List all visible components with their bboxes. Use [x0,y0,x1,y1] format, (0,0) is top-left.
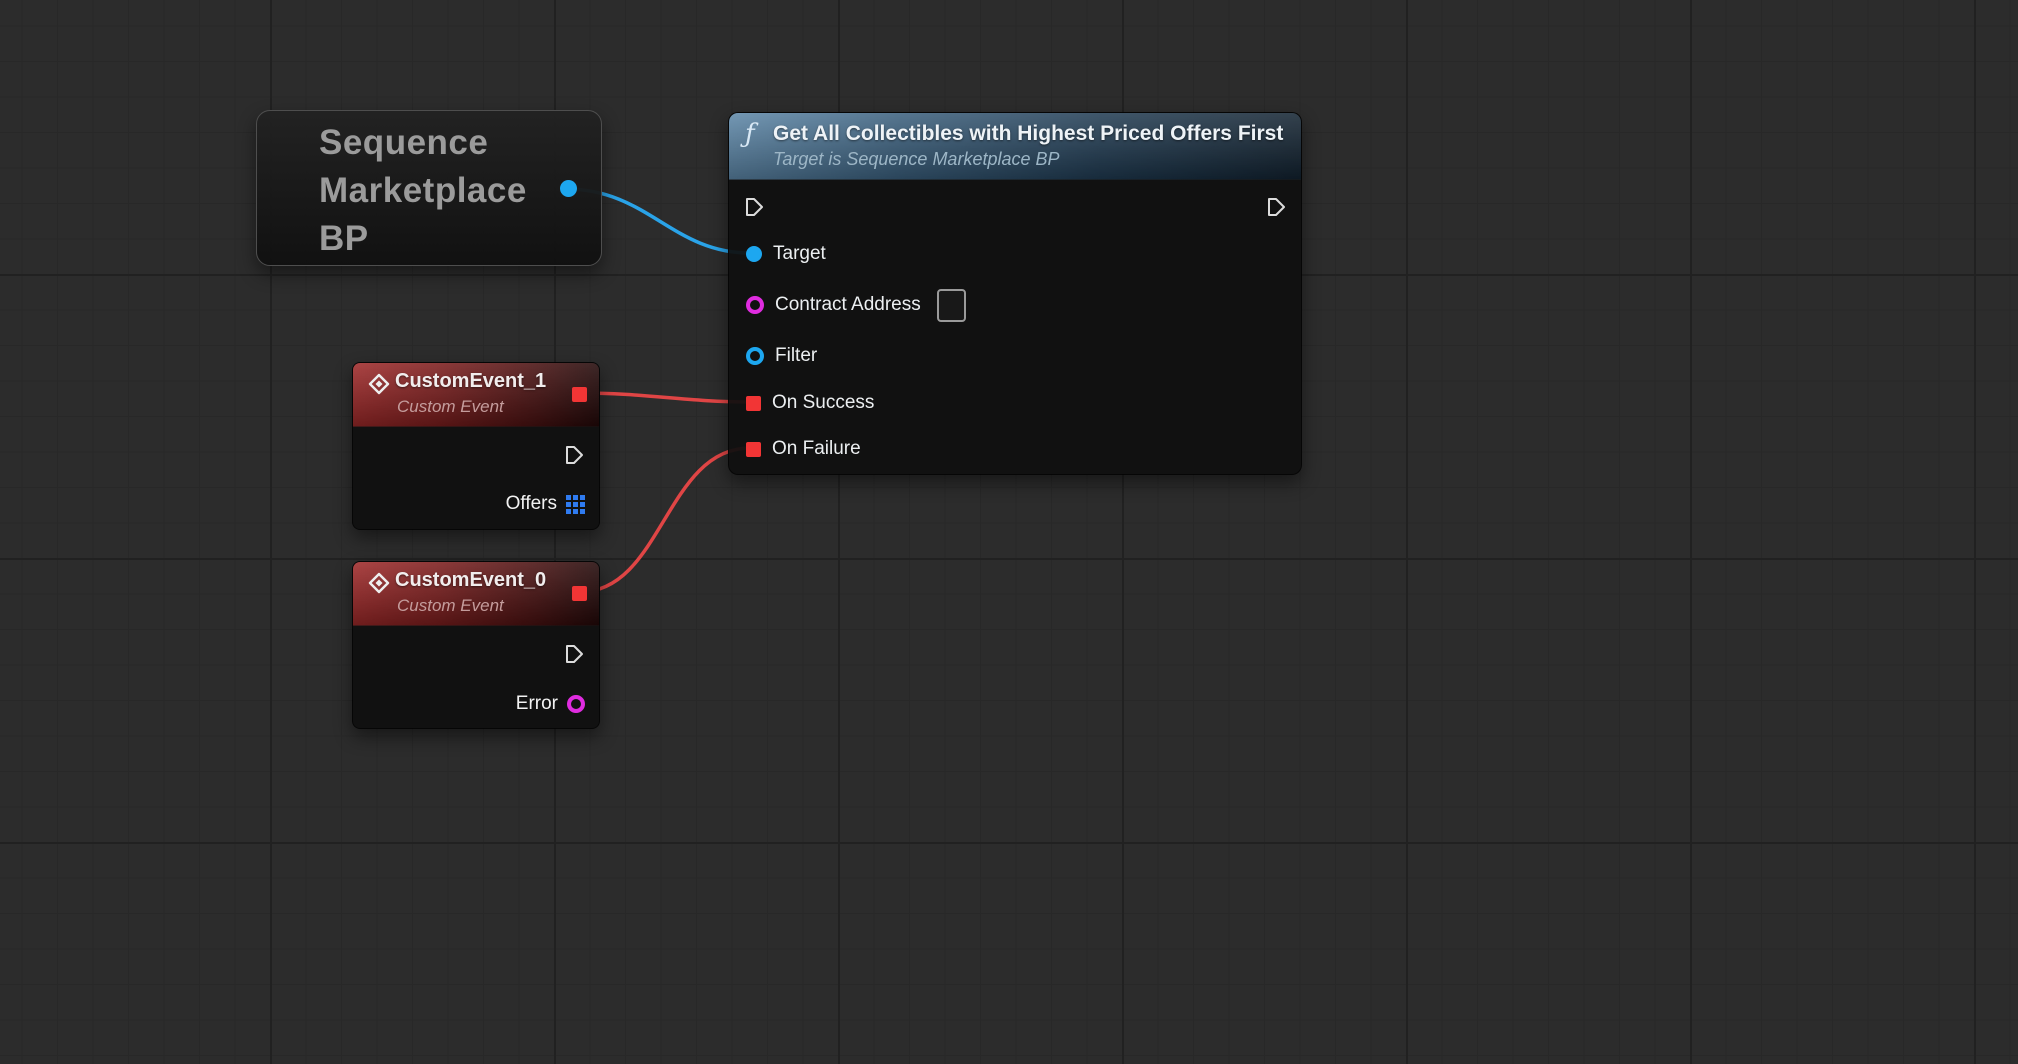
on-failure-pin-label: On Failure [772,438,861,459]
target-pin-label: Target [773,243,826,264]
function-node-title: Get All Collectibles with Highest Priced… [773,122,1284,145]
sequence-bp-output-pin[interactable] [560,180,577,197]
offers-pin-label: Offers [505,493,557,514]
node-sequence-marketplace-bp[interactable]: Sequence Marketplace BP [256,110,602,266]
wire-customevent1-to-on-success[interactable] [578,391,752,404]
exec-output-pin[interactable] [1265,196,1287,218]
node-customevent-0[interactable]: CustomEvent_0 Custom Event Error [352,561,600,729]
on-success-pin-row: On Success [746,387,874,419]
sequence-bp-title-line2: Marketplace [319,171,527,210]
function-icon: ƒ [745,119,755,149]
sequence-bp-title-line1: Sequence [319,123,489,162]
contract-address-pin-row: Contract Address [746,288,966,322]
customevent0-exec-output-pin[interactable] [563,643,585,665]
customevent1-subtitle: Custom Event [397,397,504,416]
customevent1-title: CustomEvent_1 [395,370,547,392]
on-success-pin-label: On Success [772,392,875,413]
function-node-header: ƒ Get All Collectibles with Highest Pric… [729,113,1301,180]
node-customevent-1[interactable]: CustomEvent_1 Custom Event Offers [352,362,600,530]
function-node-subtitle: Target is Sequence Marketplace BP [773,149,1060,169]
exec-input-pin[interactable] [743,196,765,218]
custom-event-icon [368,373,390,395]
offers-array-pin[interactable] [566,494,585,514]
sequence-bp-title: Sequence Marketplace BP [257,111,601,263]
customevent0-delegate-pin[interactable] [572,586,587,601]
contract-address-input[interactable] [936,288,966,322]
error-pin-label: Error [515,693,558,714]
customevent0-title: CustomEvent_0 [395,569,547,591]
customevent0-header: CustomEvent_0 Custom Event [353,562,599,626]
target-pin-row: Target [746,238,826,270]
on-success-pin[interactable] [746,395,761,411]
target-pin[interactable] [746,246,762,262]
exec-input-row [743,191,765,223]
filter-pin[interactable] [746,347,764,365]
node-get-all-collectibles[interactable]: ƒ Get All Collectibles with Highest Pric… [728,112,1302,475]
error-pin[interactable] [567,695,585,713]
exec-output-row [1265,191,1287,223]
customevent0-subtitle: Custom Event [397,596,504,615]
contract-address-pin-label: Contract Address [775,294,921,315]
customevent1-header: CustomEvent_1 Custom Event [353,363,599,427]
offers-pin-row: Offers [506,492,585,516]
on-failure-pin[interactable] [746,441,761,457]
contract-address-pin[interactable] [746,296,764,314]
sequence-bp-title-line3: BP [319,219,369,258]
filter-pin-row: Filter [746,340,817,372]
customevent1-delegate-pin[interactable] [572,387,587,402]
custom-event-icon [368,572,390,594]
error-pin-row: Error [516,692,585,716]
customevent1-exec-output-pin[interactable] [563,444,585,466]
wire-customevent0-to-on-failure[interactable] [578,446,752,594]
on-failure-pin-row: On Failure [746,433,861,465]
filter-pin-label: Filter [775,345,818,366]
